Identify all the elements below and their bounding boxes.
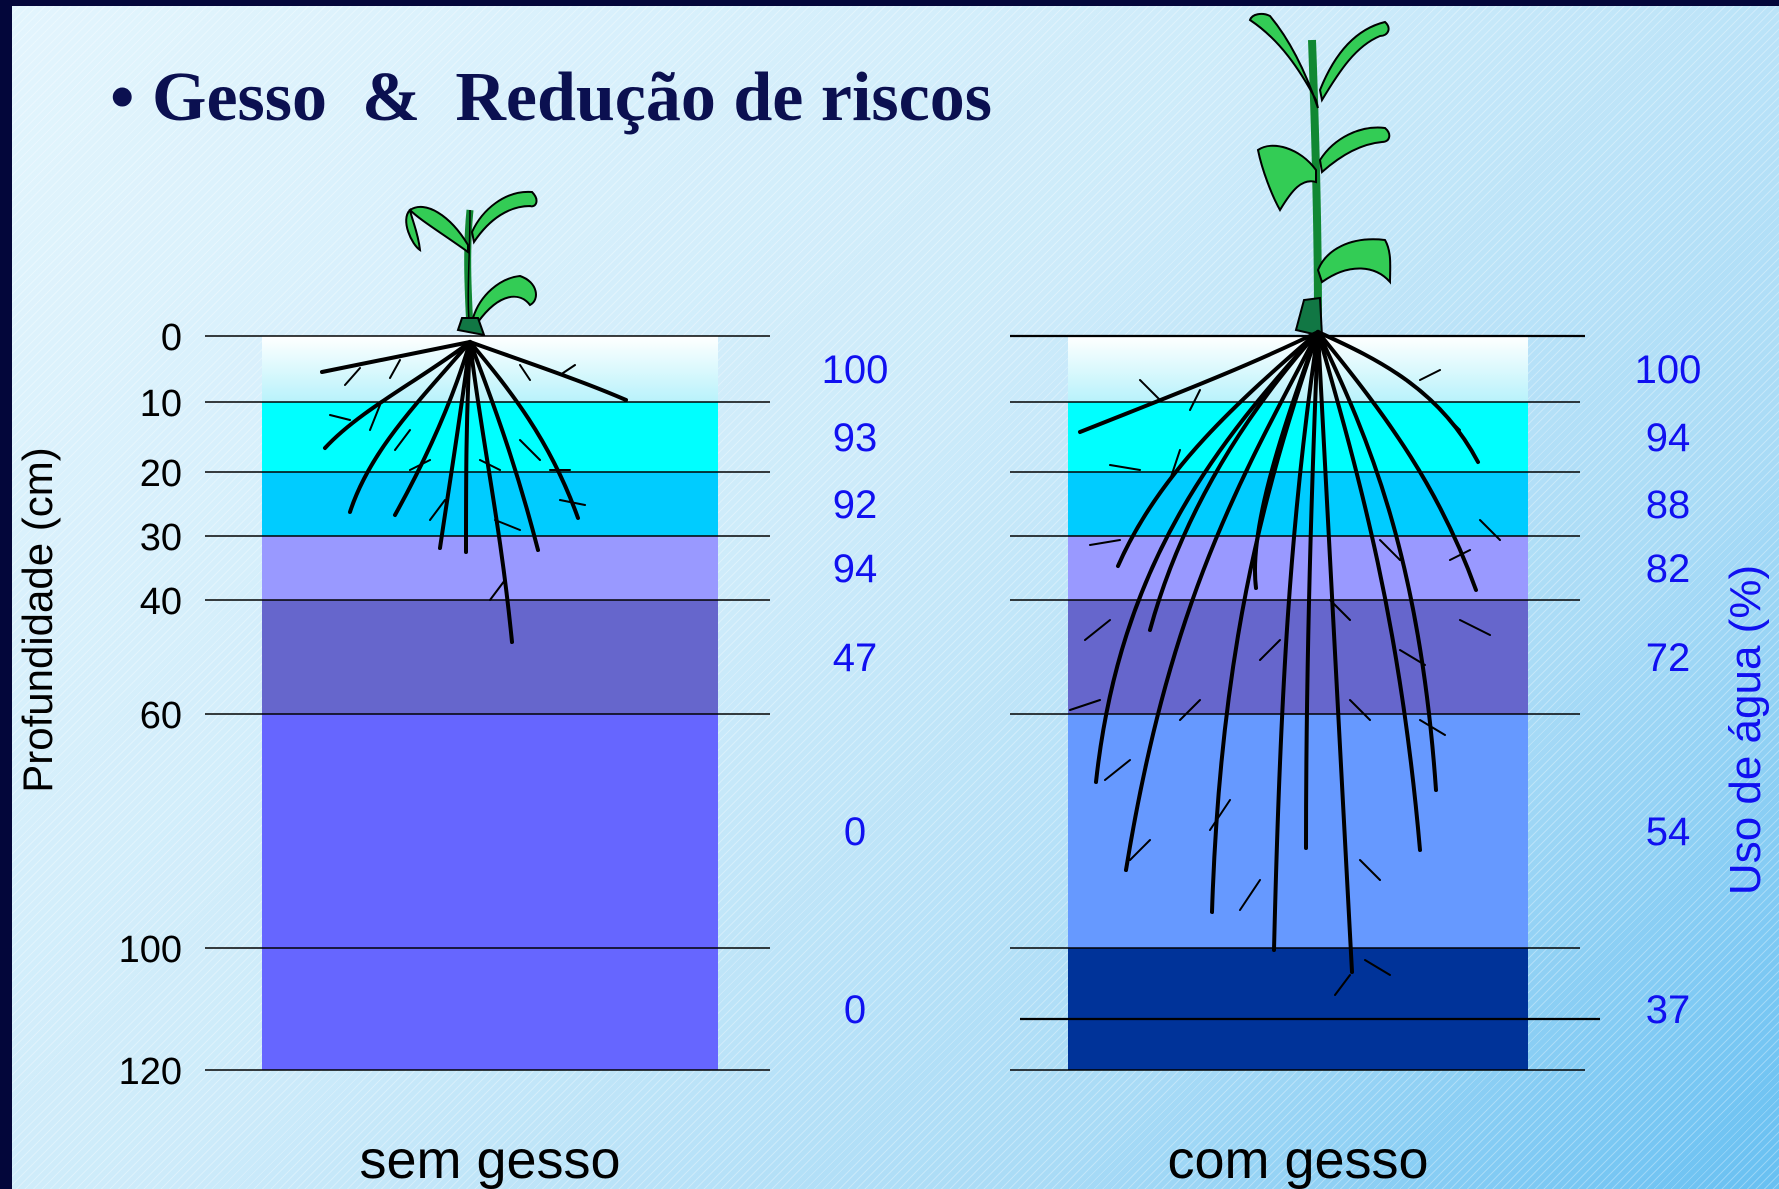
soil-layer-0-6 [262,948,718,1070]
water-use-1-4: 72 [1646,636,1691,680]
caption-sem-gesso: sem gesso [359,1130,620,1189]
water-use-1-2: 88 [1646,483,1691,527]
depth-tick-label-7: 120 [119,1051,182,1093]
water-use-1-3: 82 [1646,547,1691,591]
slide-frame-left [0,0,12,1189]
soil-layer-0-3 [262,536,718,600]
soil-layer-1-1 [1068,402,1528,472]
depth-tick-label-4: 40 [140,581,182,623]
water-use-1-1: 94 [1646,416,1691,460]
depth-tick-label-6: 100 [119,929,182,971]
soil-layer-1-6 [1068,948,1528,1070]
caption-com-gesso: com gesso [1167,1130,1428,1189]
soil-layer-0-1 [262,402,718,472]
soil-layer-1-5 [1068,714,1528,948]
soil-layer-0-4 [262,600,718,714]
water-use-0-5: 0 [844,810,866,854]
depth-tick-label-0: 0 [161,317,182,359]
soil-layer-0-5 [262,714,718,948]
water-use-0-0: 100 [822,348,889,392]
slide-title: • Gesso & Redução de riscos [110,59,992,136]
depth-tick-label-5: 60 [140,695,182,737]
soil-layer-1-4 [1068,600,1528,714]
depth-lines [205,334,1600,1071]
roots-sem-gesso [320,340,628,644]
water-use-0-2: 92 [833,483,878,527]
water-use-1-0: 100 [1635,348,1702,392]
water-use-1-6: 37 [1646,988,1691,1032]
water-use-values: 100 93 92 94 47 0 0 100 94 88 82 72 54 37 [822,348,1702,1032]
plant-com-gesso [1248,12,1392,338]
water-use-0-3: 94 [833,547,878,591]
right-axis-title: Uso de água (%) [1721,565,1770,895]
depth-tick-label-2: 20 [140,453,182,495]
soil-layers [262,336,1528,1070]
water-use-0-1: 93 [833,416,878,460]
depth-ticks: 0 10 20 30 40 60 100 120 [119,317,182,1093]
slide-frame-top [0,0,1779,6]
plant-sem-gesso [405,190,538,337]
water-use-0-6: 0 [844,988,866,1032]
left-axis-title: Profundidade (cm) [14,447,61,793]
water-use-1-5: 54 [1646,810,1691,854]
water-use-0-4: 47 [833,636,878,680]
roots-com-gesso [1069,330,1501,996]
depth-tick-label-3: 30 [140,517,182,559]
depth-tick-label-1: 10 [140,383,182,425]
